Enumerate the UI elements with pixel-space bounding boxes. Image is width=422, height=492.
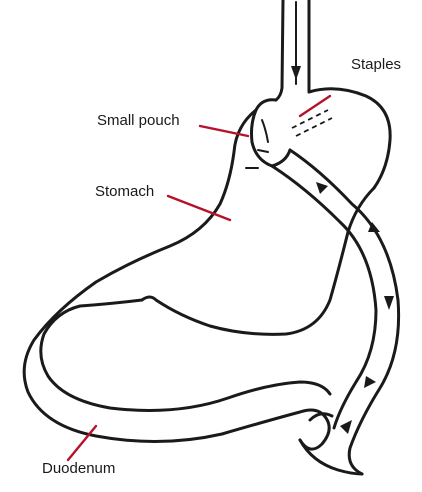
esophagus <box>276 0 309 100</box>
stomach-remnant <box>292 89 390 188</box>
roux-limb <box>272 150 399 474</box>
limb-flow-arrow-1 <box>316 182 328 194</box>
esophagus-flow-arrow <box>291 66 301 80</box>
duodenum-flow-arrow <box>340 420 352 434</box>
stomach-label: Stomach <box>95 184 154 199</box>
staple-line-2 <box>296 118 332 136</box>
stomach-body <box>24 110 374 449</box>
staple-line-1 <box>292 110 328 128</box>
staples-label: Staples <box>351 57 401 72</box>
limb-flow-arrow-4 <box>364 376 376 388</box>
small-pouch <box>246 100 290 168</box>
staples-leader-line <box>300 96 330 116</box>
duodenum-label: Duodenum <box>42 461 115 476</box>
small-pouch-label: Small pouch <box>97 113 180 128</box>
limb-flow-arrow-3 <box>384 296 394 310</box>
duodenum-leader-line <box>68 426 96 460</box>
